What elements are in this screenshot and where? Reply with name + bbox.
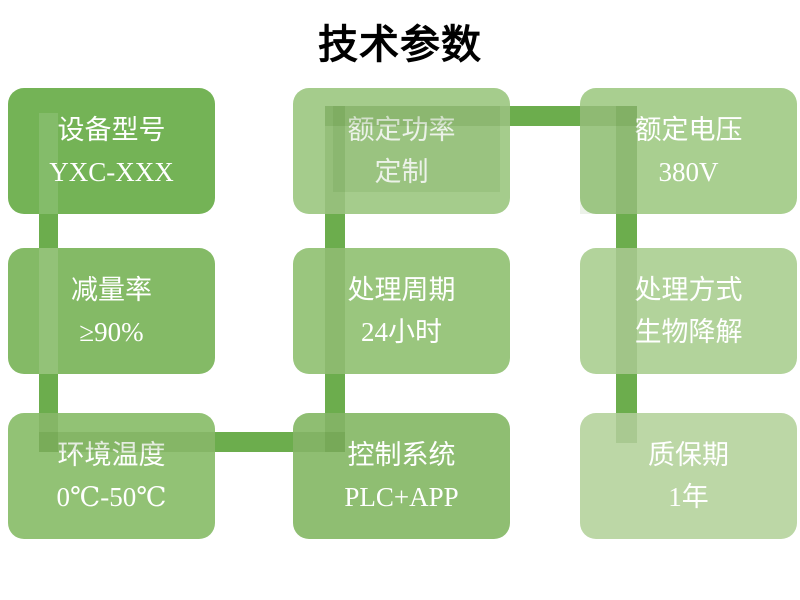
connector-segment: [39, 113, 58, 214]
param-box-processing-cycle: 处理周期 24小时: [293, 248, 510, 374]
param-value: PLC+APP: [344, 482, 459, 512]
connector-elbow-overlay: [333, 106, 500, 192]
connector-segment: [616, 214, 637, 248]
param-label: 额定功率: [347, 115, 456, 145]
param-value: YXC-XXX: [49, 157, 174, 187]
param-box-rated-voltage: 额定电压 380V: [580, 88, 797, 214]
connector-elbow-overlay: [580, 106, 637, 214]
param-value: ≥90%: [79, 317, 144, 347]
connector-segment: [616, 248, 637, 374]
connector-segment: [39, 214, 58, 248]
param-label: 质保期: [648, 440, 729, 470]
connector-segment: [39, 432, 215, 452]
param-box-device-model: 设备型号 YXC-XXX: [8, 88, 215, 214]
param-box-reduction-rate: 减量率 ≥90%: [8, 248, 215, 374]
slide-title: 技术参数: [318, 23, 482, 67]
param-box-control-system: 控制系统 PLC+APP: [293, 413, 510, 539]
connector-segment: [616, 413, 637, 443]
param-value: 380V: [658, 157, 719, 187]
connector-segment: [325, 214, 345, 248]
connector-segment: [510, 106, 580, 126]
connector-segment: [39, 248, 58, 374]
param-label: 处理方式: [634, 275, 743, 305]
connector-segment: [325, 106, 510, 126]
connector-segment: [215, 432, 293, 452]
param-label: 环境温度: [57, 440, 166, 470]
param-box-ambient-temperature: 环境温度 0℃-50℃: [8, 413, 215, 539]
connector-segment: [616, 106, 637, 214]
param-label: 减量率: [71, 275, 152, 305]
param-box-processing-method: 处理方式 生物降解: [580, 248, 797, 374]
connector-segment: [325, 106, 345, 214]
connector-segment: [39, 374, 58, 413]
param-value: 1年: [668, 482, 709, 512]
param-box-rated-power: 额定功率 定制: [293, 88, 510, 214]
connector-segment: [580, 106, 637, 126]
param-value: 24小时: [361, 317, 442, 347]
param-value: 生物降解: [634, 317, 743, 347]
param-box-warranty: 质保期 1年: [580, 413, 797, 539]
param-label: 控制系统: [347, 440, 456, 470]
connector-segment: [293, 432, 345, 452]
param-value: 定制: [374, 157, 429, 187]
connector-segment: [325, 248, 345, 374]
param-label: 设备型号: [57, 115, 166, 145]
param-value: 0℃-50℃: [56, 482, 167, 512]
connector-segment: [325, 374, 345, 413]
param-label: 处理周期: [347, 275, 456, 305]
connector-segment: [39, 413, 58, 452]
connector-segment: [616, 374, 637, 413]
param-label: 额定电压: [634, 115, 743, 145]
connector-segment: [325, 413, 345, 452]
